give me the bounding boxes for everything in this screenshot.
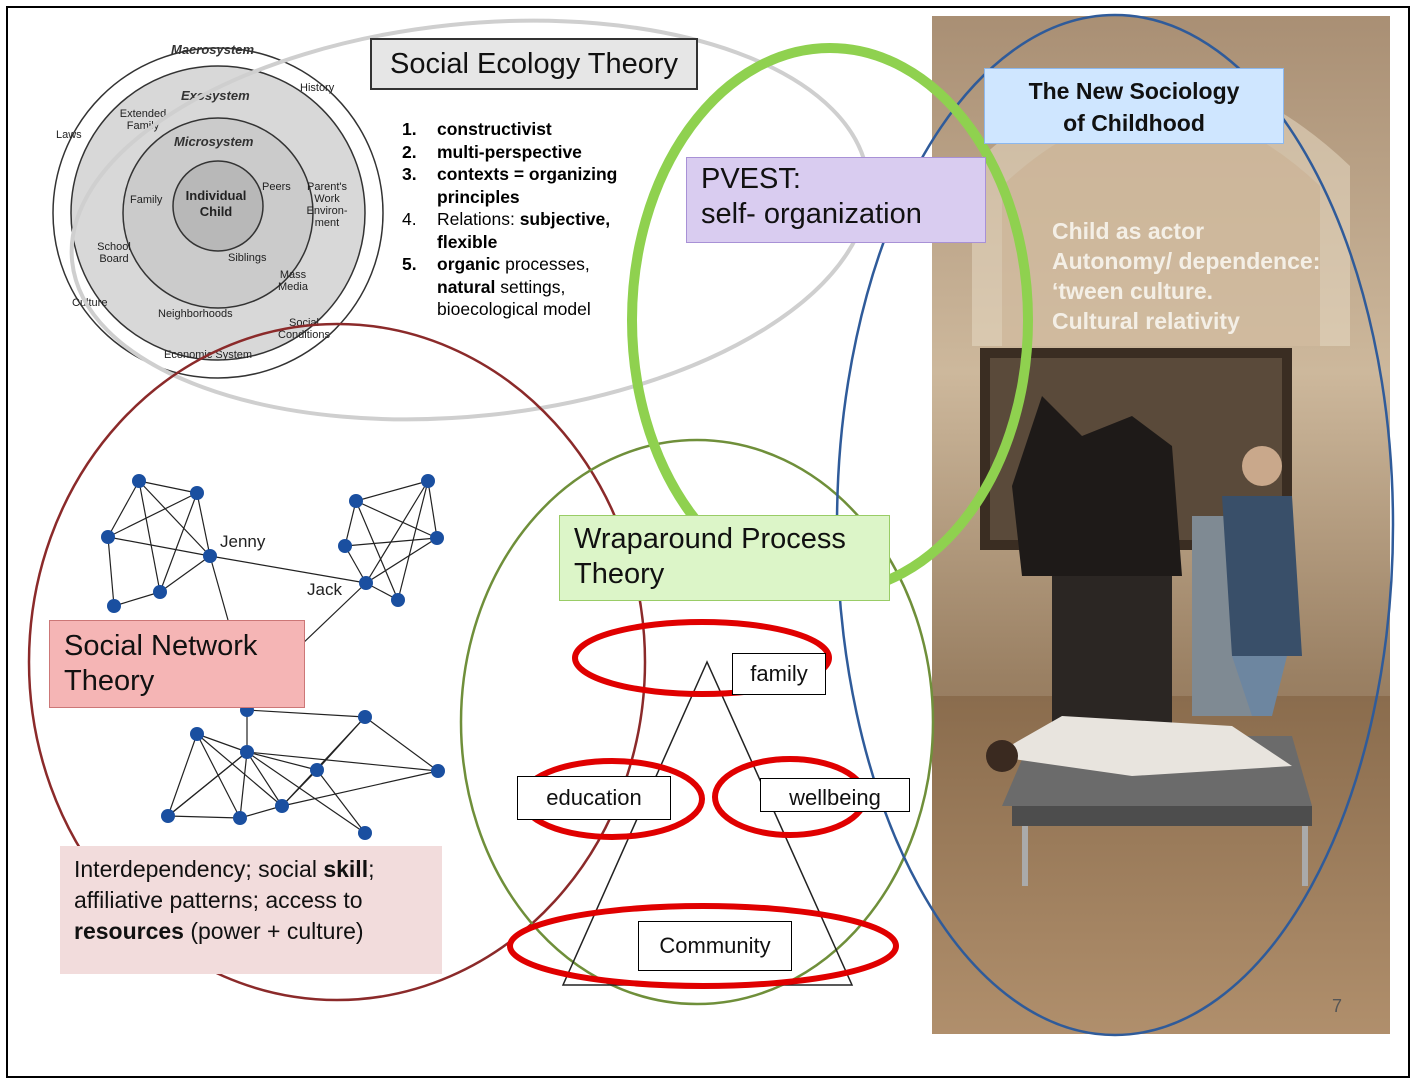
history-label: History	[300, 82, 335, 94]
ecology-principle-text: Relations: subjective, flexible	[437, 209, 611, 252]
social-network-title-line2: Theory	[64, 665, 155, 697]
pvest-subtitle: self- organization	[701, 198, 922, 230]
family-box: family	[732, 653, 826, 695]
wraparound-title-line1: Wraparound Process	[574, 523, 846, 555]
wraparound-title: Wraparound Process Theory	[559, 515, 890, 601]
ecology-principle-text: contexts = organizing principles	[437, 164, 618, 207]
ecology-principle-item: 1. constructivist	[402, 118, 642, 141]
neighborhoods-label: Neighborhoods	[158, 308, 233, 320]
ecology-diagram: Macrosystem Exosystem Microsystem Indivi…	[28, 16, 400, 386]
laws-label: Laws	[56, 129, 82, 141]
jenny-label: Jenny	[220, 532, 266, 551]
ecology-principle-number: 2.	[402, 141, 417, 162]
network-ellipse	[27, 322, 647, 1002]
ecology-title: Social Ecology Theory	[370, 38, 698, 90]
siblings-label: Siblings	[228, 252, 267, 264]
jack-label: Jack	[307, 580, 342, 599]
parents-work-label: Parent's Work Environ- ment	[306, 181, 348, 229]
social-network-title-line1: Social Network	[64, 630, 258, 662]
sociology-point: Cultural relativity	[1052, 308, 1240, 334]
ecology-principle-number: 3.	[402, 164, 417, 184]
wraparound-title-line2: Theory	[574, 558, 665, 590]
page-number: 7	[1332, 996, 1343, 1016]
network-nodes	[101, 474, 445, 840]
network-description-part: resources	[74, 918, 184, 944]
sociology-point: Child as actor	[1052, 218, 1205, 244]
microsystem-label: Microsystem	[174, 134, 254, 149]
ecology-principle-text: constructivist	[437, 119, 552, 139]
mass-media-label: Mass Media	[278, 269, 308, 293]
ecology-principle-number: 5.	[402, 254, 417, 274]
network-edges	[107, 480, 439, 834]
ecology-principle-number: 1.	[402, 119, 417, 139]
network-description-part: ; affiliative patterns; access to	[74, 856, 375, 913]
individual-child-label: Individual Child	[185, 188, 247, 219]
ecology-principle-number: 4.	[402, 209, 417, 229]
pvest-ellipse	[627, 43, 1033, 597]
culture-label: Culture	[72, 297, 108, 309]
wraparound-ellipse	[459, 438, 935, 1006]
social-network-title: Social Network Theory	[49, 620, 305, 708]
new-sociology-title-line2: of Childhood	[1063, 110, 1205, 136]
pvest-box: PVEST: self- organization	[686, 157, 986, 243]
macrosystem-label: Macrosystem	[171, 42, 255, 57]
sociology-point: Autonomy/ dependence:	[1052, 248, 1321, 274]
new-sociology-title-line1: The New Sociology	[1028, 78, 1240, 104]
ecology-principle-item: 2. multi-perspective	[402, 141, 642, 164]
community-box: Community	[638, 921, 792, 971]
ecology-principle-text: organic processes, natural settings, bio…	[437, 254, 591, 319]
ecology-principle-item: 5. organic processes, natural settings, b…	[402, 253, 642, 321]
slide-frame	[6, 6, 1410, 1078]
wellbeing-box: wellbeing	[760, 778, 910, 812]
peers-label: Peers	[262, 181, 291, 193]
network-description-part: (power + culture)	[183, 918, 364, 944]
network-description-part: Interdependency; social	[74, 856, 324, 882]
sociology-point: ‘tween culture.	[1052, 278, 1214, 304]
family-label: Family	[130, 194, 163, 206]
school-board-label: School Board	[97, 241, 131, 265]
network-description: Interdependency; social skill; affiliati…	[60, 846, 442, 974]
education-box: education	[517, 776, 671, 820]
pvest-title: PVEST:	[701, 163, 801, 195]
sociology-points: Child as actor Autonomy/ dependence: ‘tw…	[1052, 216, 1392, 336]
ecology-principle-item: 4. Relations: subjective, flexible	[402, 208, 642, 253]
ecology-principle-item: 3. contexts = organizing principles	[402, 163, 642, 208]
network-description-part: skill	[323, 856, 369, 882]
ecology-principle-text: multi-perspective	[437, 141, 582, 162]
ecology-principles-list: 1. constructivist 2. multi-perspective 3. con…	[402, 118, 642, 321]
new-sociology-title: The New Sociology of Childhood	[984, 68, 1284, 144]
